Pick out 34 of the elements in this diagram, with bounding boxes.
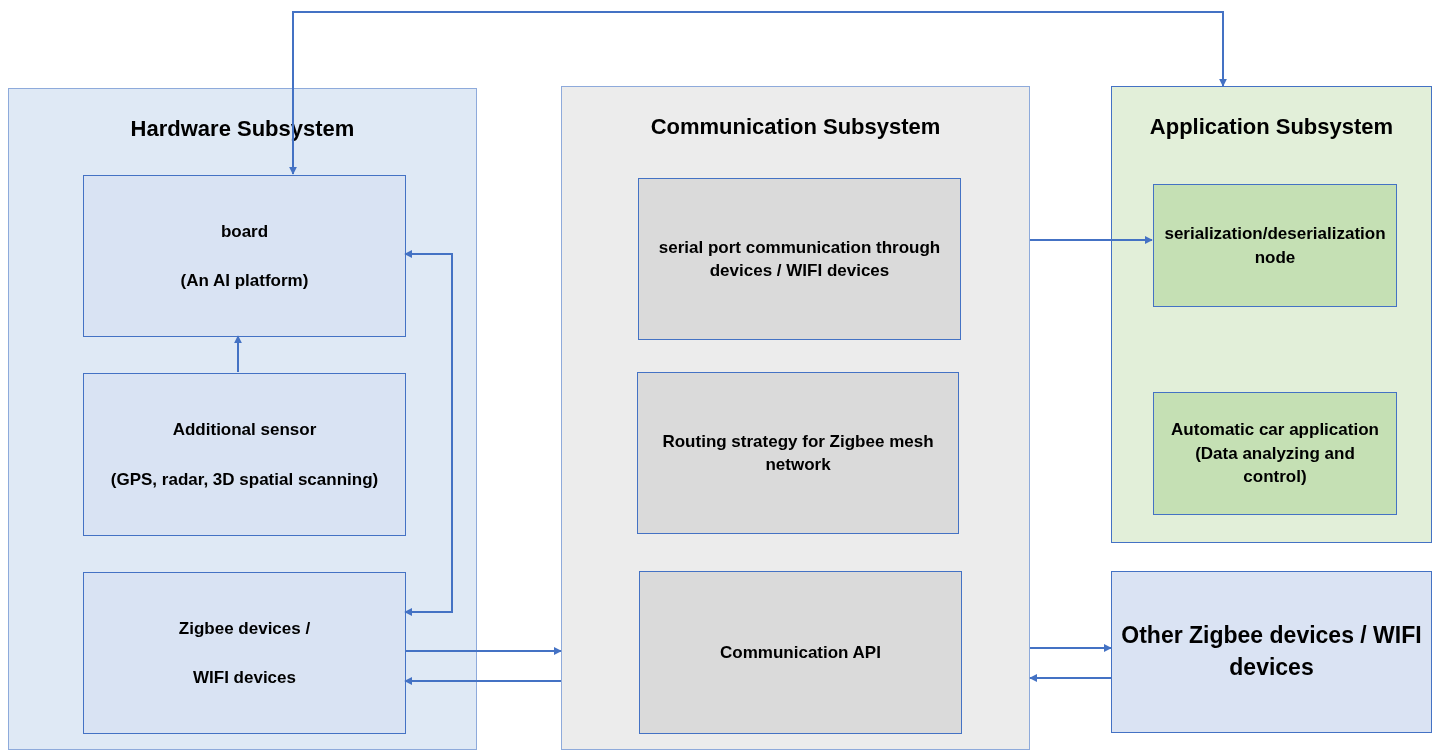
subsystem-panel	[8, 88, 477, 750]
box-text: (GPS, radar, 3D spatial scanning)	[110, 468, 379, 491]
component-box	[637, 372, 959, 534]
box-text: WIFI devices	[193, 667, 296, 689]
arrow	[404, 250, 453, 616]
component-box	[83, 373, 406, 536]
box-text: serialization/deserialization node	[1163, 223, 1387, 269]
component-box	[1153, 184, 1397, 307]
panel-title: Application Subsystem	[1149, 113, 1394, 141]
arrow	[289, 11, 1227, 175]
box-text: serial port communication through devices / WIFI devices	[657, 236, 942, 282]
panel-title: Communication Subsystem	[650, 113, 941, 141]
subsystem-panel	[561, 86, 1030, 750]
arrow	[1029, 236, 1153, 244]
component-box	[639, 571, 962, 734]
component-box	[83, 572, 406, 734]
box-text: Communication API	[720, 641, 881, 664]
box-text: board	[220, 220, 269, 243]
component-box	[83, 175, 406, 337]
component-box	[1153, 392, 1397, 515]
arrow	[404, 647, 562, 655]
arrow	[1029, 674, 1112, 682]
box-text: Additional sensor	[172, 419, 317, 442]
box-text: Automatic car application (Data analyzing and control)	[1170, 419, 1380, 489]
box-text: Routing strategy for Zigbee mesh network	[661, 430, 935, 476]
box-text: Zigbee devices /	[178, 617, 311, 640]
subsystem-panel	[1111, 86, 1432, 543]
component-box	[638, 178, 961, 340]
arrow	[1029, 644, 1112, 652]
device-box	[1111, 571, 1432, 733]
arrow	[404, 677, 562, 685]
box-text: Other Zigbee devices / WIFI devices	[1120, 621, 1423, 682]
arrow	[234, 335, 242, 373]
box-text: (An AI platform)	[180, 270, 309, 292]
